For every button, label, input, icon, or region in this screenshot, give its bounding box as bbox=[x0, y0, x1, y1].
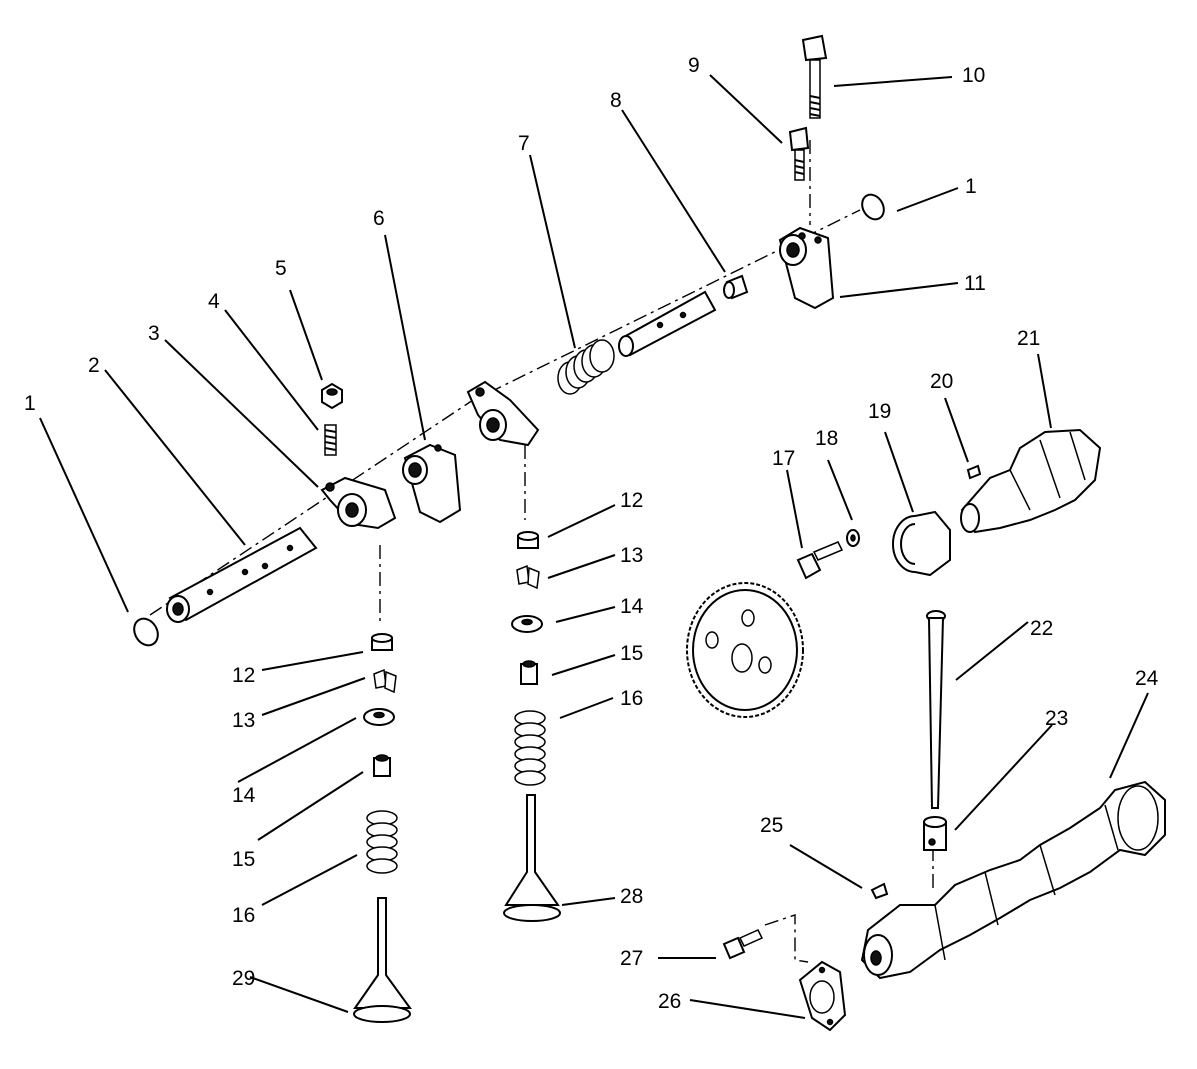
spring-retainer-left bbox=[363, 708, 395, 726]
callout-7: 7 bbox=[518, 132, 530, 155]
thrust-plate bbox=[798, 960, 847, 1032]
adjusting-nut bbox=[321, 382, 343, 410]
crank-washer bbox=[846, 529, 860, 547]
rocker-shaft-spring bbox=[557, 339, 615, 395]
rocker-bracket-middle bbox=[402, 443, 462, 524]
valve-seal-right bbox=[520, 660, 538, 685]
callout-14-left: 14 bbox=[232, 784, 256, 807]
thrust-plate-screw bbox=[722, 929, 764, 960]
cam-key bbox=[870, 882, 889, 900]
valve-left bbox=[353, 897, 412, 1023]
valve-right bbox=[503, 794, 561, 922]
callout-15-left: 15 bbox=[232, 848, 255, 871]
callout-22: 22 bbox=[1030, 617, 1053, 640]
callout-13-left: 13 bbox=[232, 709, 255, 732]
callout-8: 8 bbox=[610, 89, 622, 112]
callout-9: 9 bbox=[688, 54, 700, 77]
callout-17: 17 bbox=[772, 447, 795, 470]
valve-tappet bbox=[923, 816, 947, 851]
callout-13-right: 13 bbox=[620, 544, 643, 567]
assembly-axis-lines bbox=[149, 140, 934, 963]
valve-spring-right bbox=[514, 710, 546, 786]
callout-15-right: 15 bbox=[620, 642, 643, 665]
callout-16-left: 16 bbox=[232, 904, 255, 927]
callout-25: 25 bbox=[760, 814, 783, 837]
callout-24: 24 bbox=[1135, 667, 1159, 690]
callout-14-right: 14 bbox=[620, 595, 644, 618]
callout-20: 20 bbox=[930, 370, 953, 393]
camshaft bbox=[860, 780, 1166, 980]
crank-bolt bbox=[796, 541, 844, 580]
callout-21: 21 bbox=[1017, 327, 1040, 350]
valve-cap-left bbox=[371, 633, 393, 651]
rocker-bracket-end bbox=[778, 226, 835, 310]
crank-seal bbox=[892, 510, 951, 577]
adjusting-screw bbox=[324, 424, 337, 456]
push-rod bbox=[926, 610, 946, 809]
valve-keepers-left bbox=[373, 668, 397, 694]
spacer bbox=[723, 274, 749, 300]
callout-4: 4 bbox=[208, 290, 220, 313]
callout-10: 10 bbox=[962, 64, 985, 87]
callout-12-left: 12 bbox=[232, 664, 255, 687]
valve-spring-left bbox=[366, 810, 398, 874]
callout-28: 28 bbox=[620, 885, 643, 908]
rocker-arm-right bbox=[466, 380, 540, 447]
callout-18: 18 bbox=[815, 427, 838, 450]
callout-26: 26 bbox=[658, 990, 681, 1013]
valve-cap-right bbox=[517, 531, 539, 549]
rocker-arm-left bbox=[320, 476, 397, 530]
snap-ring-right bbox=[861, 193, 885, 221]
callout-3: 3 bbox=[148, 322, 160, 345]
valve-seal-left bbox=[373, 754, 391, 777]
rocker-shaft bbox=[166, 526, 318, 623]
callout-2: 2 bbox=[88, 354, 100, 377]
cam-gear bbox=[686, 582, 804, 718]
spring-retainer-right bbox=[511, 615, 543, 633]
bolt-short bbox=[788, 126, 810, 181]
callout-27: 27 bbox=[620, 947, 643, 970]
snap-ring-left bbox=[133, 617, 159, 647]
callout-1-right: 1 bbox=[965, 175, 977, 198]
callout-11: 11 bbox=[964, 272, 986, 295]
callout-5: 5 bbox=[275, 257, 287, 280]
callout-1-left: 1 bbox=[24, 392, 36, 415]
callout-29: 29 bbox=[232, 967, 255, 990]
bolt-long bbox=[801, 34, 828, 119]
callout-6: 6 bbox=[373, 207, 385, 230]
callout-19: 19 bbox=[868, 400, 891, 423]
crank-key bbox=[966, 464, 982, 480]
callout-12-right: 12 bbox=[620, 489, 643, 512]
rocker-shaft-right bbox=[618, 290, 717, 357]
crankshaft bbox=[960, 428, 1102, 534]
valve-keepers-right bbox=[516, 564, 540, 590]
callout-16-right: 16 bbox=[620, 687, 643, 710]
leader-lines bbox=[39, 74, 1149, 1019]
callout-23: 23 bbox=[1045, 707, 1068, 730]
callout-labels: 1 2 3 4 5 6 7 8 9 10 1 11 12 13 14 15 16… bbox=[24, 54, 1159, 1013]
